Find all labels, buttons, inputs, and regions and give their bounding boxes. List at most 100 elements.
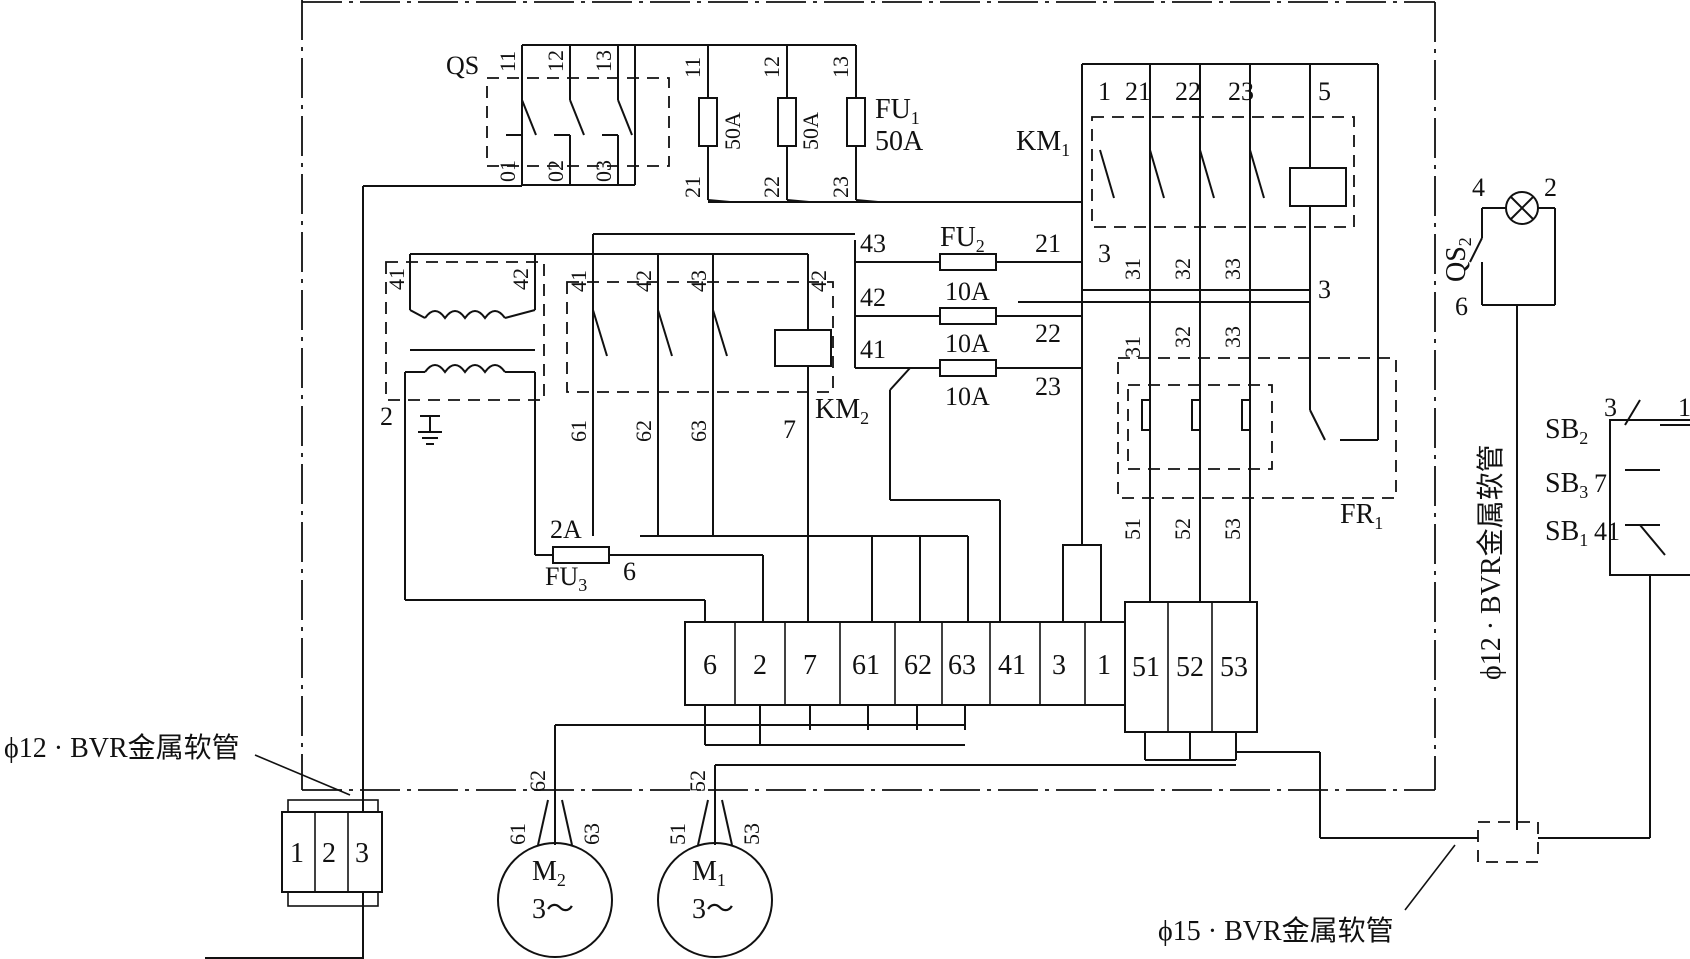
wire-3-label: 3 xyxy=(1318,275,1331,304)
km1-terminal-3: 3 xyxy=(1098,239,1111,268)
inlet-terminal-3: 3 xyxy=(355,838,369,869)
fr1-relay: 31 32 33 51 52 53 FR1 xyxy=(1117,290,1397,610)
fu2-in-41: 41 xyxy=(860,335,886,364)
km1-terminal-22: 22 xyxy=(1175,77,1201,106)
conduit-label-left: ϕ12 · BVR金属软管 xyxy=(4,732,240,764)
fu2-in-42: 42 xyxy=(860,283,886,312)
sb1-label: SB1 xyxy=(1545,516,1588,550)
fu1-terminal-11: 11 xyxy=(680,57,705,78)
motor-m1-lead-52: 52 xyxy=(685,770,710,792)
km2-terminal-41: 41 xyxy=(566,270,591,292)
km2-terminal-42: 42 xyxy=(631,270,656,292)
km2-terminal-42b: 42 xyxy=(806,270,831,292)
motor-m2-phase: 3～ xyxy=(532,894,574,925)
terminal-6: 6 xyxy=(703,650,717,681)
transformer: 41 42 2 xyxy=(380,253,545,600)
terminal-53: 53 xyxy=(1220,652,1248,683)
fu3-out-6: 6 xyxy=(623,557,636,586)
lamp-terminal-2: 2 xyxy=(1544,173,1557,202)
fu1-terminal-23: 23 xyxy=(828,176,853,198)
fu2-out-21: 21 xyxy=(1035,229,1061,258)
sb3-label: SB3 xyxy=(1545,468,1588,502)
fu2-in-43: 43 xyxy=(860,229,886,258)
fu1-terminal-13: 13 xyxy=(828,56,853,78)
fu1-fuses: 11 12 13 50A 50A FU1 50A 21 22 23 xyxy=(680,45,1082,203)
motor-m2-lead-61: 61 xyxy=(505,823,530,845)
km2-label: KM2 xyxy=(815,394,869,428)
km1-terminal-1: 1 xyxy=(1098,77,1111,106)
fr1-terminal-52: 52 xyxy=(1170,518,1195,540)
km2-terminal-63: 63 xyxy=(686,420,711,442)
inlet-terminal-block: 1 2 3 xyxy=(205,799,383,959)
motor-m1-lead-53: 53 xyxy=(739,823,764,845)
fu3-label: FU3 xyxy=(545,562,587,595)
terminal-52: 52 xyxy=(1176,652,1204,683)
conduit-label-right: ϕ12 · BVR金属软管 xyxy=(1475,444,1507,680)
terminal-41: 41 xyxy=(998,650,1026,681)
motor-m1: M1 3～ 51 52 53 xyxy=(657,770,773,958)
fu1-rating-b: 50A xyxy=(798,112,823,150)
km1-terminal-21: 21 xyxy=(1125,77,1151,106)
fu2-fuses: 43 42 41 FU2 10A 10A 10A 21 22 23 xyxy=(854,222,1082,411)
transformer-terminal-41: 41 xyxy=(384,268,409,290)
fr1-terminal-53: 53 xyxy=(1220,518,1245,540)
inlet-terminal-2: 2 xyxy=(322,838,336,869)
km2-contactor: 41 42 43 42 61 62 63 7 KM2 xyxy=(410,233,869,610)
km2-terminal-61: 61 xyxy=(566,420,591,442)
transformer-terminal-42: 42 xyxy=(508,268,533,290)
motor-m2-label: M2 xyxy=(532,856,566,890)
motor-m1-phase: 3～ xyxy=(692,894,734,925)
sb2-terminal-3: 3 xyxy=(1604,393,1617,422)
fu1-terminal-12: 12 xyxy=(759,56,784,78)
sb1-terminal-41: 41 xyxy=(1594,517,1620,546)
fu2-label: FU2 xyxy=(940,222,985,256)
qs-terminal-12: 12 xyxy=(543,50,568,72)
qs2-label: QS2 xyxy=(1441,237,1475,282)
fu2-rating-b: 10A xyxy=(945,329,990,358)
motor-m2: M2 3～ 61 62 63 xyxy=(497,770,613,958)
transformer-terminal-2: 2 xyxy=(380,402,393,431)
fu3-rating: 2A xyxy=(550,515,582,544)
fu1-terminal-22: 22 xyxy=(759,176,784,198)
km1-terminal-32: 32 xyxy=(1170,258,1195,280)
lamp-terminal-4: 4 xyxy=(1472,173,1485,202)
fu1-terminal-21: 21 xyxy=(680,176,705,198)
fr1-terminal-32: 32 xyxy=(1170,326,1195,348)
motor-m1-label: M1 xyxy=(692,856,726,890)
conduit-label-bottom: ϕ15 · BVR金属软管 xyxy=(1158,915,1394,947)
fu2-rating-c: 10A xyxy=(945,382,990,411)
km1-contactor: 1 21 22 23 5 KM1 3 31 32 33 xyxy=(1016,63,1379,380)
terminal-51: 51 xyxy=(1132,652,1160,683)
fu3-fuse: 2A FU3 6 xyxy=(535,515,764,622)
inlet-terminal-1: 1 xyxy=(290,838,304,869)
fr1-terminal-31: 31 xyxy=(1120,336,1145,358)
sb2-terminal-1: 1 xyxy=(1678,393,1690,422)
motor-m1-lead-51: 51 xyxy=(665,823,690,845)
fr1-terminal-33: 33 xyxy=(1220,326,1245,348)
fu1-label: FU1 xyxy=(875,94,920,128)
fu1-rating: 50A xyxy=(875,126,924,157)
fu2-rating-a: 10A xyxy=(945,277,990,306)
km1-coil-terminal-5: 5 xyxy=(1318,77,1331,106)
qs2-terminal-6: 6 xyxy=(1455,292,1468,321)
fu1-rating-a: 50A xyxy=(720,112,745,150)
km1-terminal-23: 23 xyxy=(1228,77,1254,106)
lamp-and-qs2: 4 2 QS2 6 xyxy=(1441,173,1557,830)
terminal-63: 63 xyxy=(948,650,976,681)
qs-terminal-03: 03 xyxy=(591,160,616,182)
sb3-terminal-7: 7 xyxy=(1594,469,1607,498)
terminal-7: 7 xyxy=(803,650,817,681)
qs-terminal-13: 13 xyxy=(591,50,616,72)
fr1-label: FR1 xyxy=(1340,499,1383,533)
conduit-leader-left xyxy=(254,754,351,796)
button-station: SB2 3 1 SB3 7 SB1 41 xyxy=(1545,393,1690,838)
terminal-61: 61 xyxy=(852,650,880,681)
fu2-out-22: 22 xyxy=(1035,319,1061,348)
km2-terminal-43: 43 xyxy=(686,270,711,292)
terminal-2: 2 xyxy=(753,650,767,681)
qs-terminal-01: 01 xyxy=(495,160,520,182)
fu2-out-23: 23 xyxy=(1035,372,1061,401)
qs-terminal-11: 11 xyxy=(495,51,520,72)
qs-terminal-02: 02 xyxy=(543,160,568,182)
